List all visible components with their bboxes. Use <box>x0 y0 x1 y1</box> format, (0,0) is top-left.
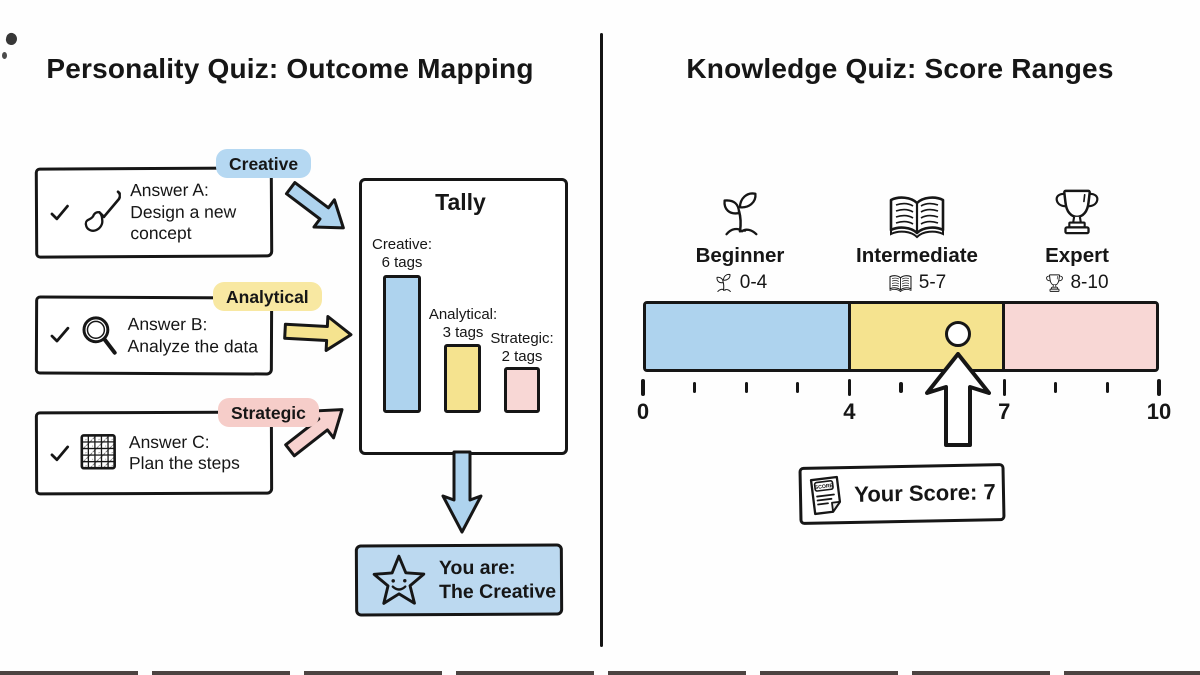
level-range: 0-4 <box>713 272 767 294</box>
trophy-icon <box>1053 182 1101 240</box>
level-name: Intermediate <box>856 244 978 267</box>
ruler-tick-3 <box>796 382 800 393</box>
your-score-box: SCORE Your Score: 7 <box>798 463 1006 525</box>
answer-box-b: Answer B: Analyze the data <box>34 295 274 376</box>
level-intermediate: Intermediate 5-7 <box>822 182 1012 294</box>
seedling-icon <box>715 182 765 240</box>
tally-title: Tally <box>435 189 486 215</box>
answer-box-a: Answer A: Design a new concept <box>34 166 274 259</box>
answer-c-desc: Plan the steps <box>128 452 240 474</box>
level-beginner: Beginner 0-4 <box>645 182 835 294</box>
score-marker <box>944 321 971 347</box>
answer-b-desc: Analyze the data <box>127 335 258 356</box>
tally-bar-strategic <box>504 367 540 413</box>
result-box: You are: The Creative <box>354 543 564 617</box>
open-book-icon <box>888 274 913 293</box>
arrow-creative-to-tally <box>284 181 345 230</box>
ruler-tick-5 <box>899 382 903 393</box>
ruler-tick-2 <box>744 382 748 393</box>
answer-b-title: Answer B: <box>127 314 208 335</box>
star-face-icon <box>372 554 426 605</box>
magnifier-icon <box>82 315 117 355</box>
score-segment-expert <box>1001 304 1156 369</box>
checkmark-icon <box>50 204 69 221</box>
ruler-label-0: 0 <box>636 399 650 424</box>
tag-analytical: Analytical <box>213 282 322 311</box>
panel-divider <box>600 33 603 647</box>
seedling-icon <box>713 272 734 294</box>
arrow-score-pointer <box>925 352 991 447</box>
tally-label-creative: Creative: 6 tags <box>371 236 433 272</box>
checkmark-icon <box>50 326 70 343</box>
open-book-icon <box>886 182 948 240</box>
tally-bar-analytical <box>444 344 481 413</box>
tally-label-analytical: Analytical: 3 tags <box>428 306 498 342</box>
ruler-label-10: 10 <box>1146 399 1172 424</box>
level-range: 8-10 <box>1045 272 1109 294</box>
left-panel-title: Personality Quiz: Outcome Mapping <box>46 53 534 84</box>
ruler-label-4: 4 <box>843 399 856 424</box>
ruler-tick-9 <box>1105 382 1109 393</box>
answer-c-text: Answer C: Plan the steps <box>129 431 262 474</box>
answer-box-c: Answer C: Plan the steps <box>34 410 274 496</box>
score-segment-beginner <box>646 304 848 369</box>
pencil-artifact <box>4 31 19 47</box>
answer-a-text: Answer A: Design a new concept <box>130 180 262 245</box>
right-panel-title: Knowledge Quiz: Score Ranges <box>686 53 1114 84</box>
ruler-label-7: 7 <box>998 399 1011 424</box>
paintbrush-icon <box>84 190 121 232</box>
ruler-tick-4 <box>847 379 851 396</box>
checkmark-icon <box>50 445 70 461</box>
arrow-tally-to-result <box>441 450 483 534</box>
level-name: Expert <box>1045 244 1109 267</box>
arrow-analytical-to-tally <box>283 314 353 352</box>
tally-label-strategic: Strategic: 2 tags <box>490 330 554 366</box>
answer-b-text: Answer B: Analyze the data <box>128 314 263 357</box>
result-text: You are: The Creative <box>438 556 557 604</box>
answer-a-desc: Design a new concept <box>130 201 237 244</box>
level-name: Beginner <box>695 244 785 267</box>
score-note-icon: SCORE <box>810 475 842 516</box>
ruler-tick-10 <box>1157 379 1161 396</box>
tag-creative: Creative <box>216 149 312 178</box>
level-range: 5-7 <box>888 272 946 294</box>
trophy-icon <box>1045 273 1064 294</box>
bottom-edge-artifact <box>0 671 1200 675</box>
ruler-tick-0 <box>641 379 645 396</box>
score-label: Your Score: 7 <box>854 479 996 507</box>
ruler-tick-8 <box>1054 382 1058 393</box>
ruler-tick-1 <box>693 382 697 393</box>
svg-text:SCORE: SCORE <box>815 483 835 491</box>
tally-bar-creative <box>383 275 421 413</box>
score-bar <box>643 301 1159 372</box>
score-ruler: 0 4 7 10 <box>637 379 1171 425</box>
level-expert: Expert 8-10 <box>982 182 1172 294</box>
ruler-tick-7 <box>1002 379 1006 396</box>
score-segment-intermediate <box>847 304 1002 369</box>
pencil-artifact <box>2 52 7 59</box>
answer-a-title: Answer A: <box>130 180 209 201</box>
tag-strategic: Strategic <box>218 398 319 427</box>
checkerboard-icon <box>80 434 116 470</box>
answer-c-title: Answer C: <box>128 431 210 452</box>
